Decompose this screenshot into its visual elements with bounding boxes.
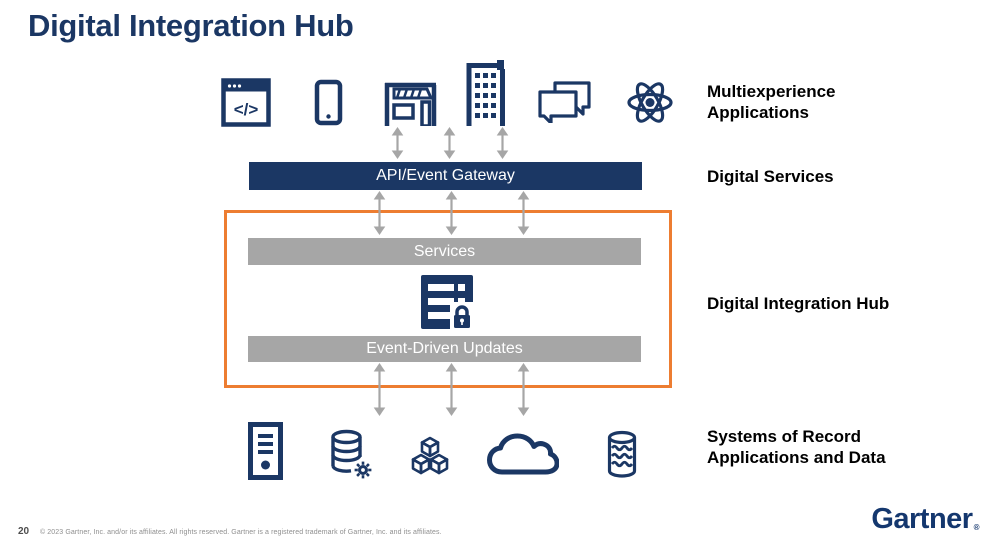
secure-data-server-icon [421,275,473,329]
bidirectional-arrow-icon [445,363,458,416]
svg-text:</>: </> [234,100,259,119]
code-browser-icon: </> [221,78,271,127]
bidirectional-arrow-icon [373,363,386,416]
registered-trademark-mark: ® [973,523,980,532]
api-event-gateway-label: API/Event Gateway [376,167,515,184]
label-multiexperience-applications: Multiexperience Applications [707,82,836,122]
event-driven-updates-label: Event-Driven Updates [366,340,523,357]
digital-integration-hub-box [224,210,672,388]
data-lake-icon [607,430,637,478]
bidirectional-arrow-icon [496,127,509,159]
page-title: Digital Integration Hub [28,8,354,43]
cloud-icon [487,433,559,475]
react-atom-icon [627,82,673,123]
event-driven-updates-bar: Event-Driven Updates [248,336,641,362]
chat-bubbles-icon [538,81,591,123]
label-systems-of-record: Systems of Record Applications and Data [707,427,886,467]
database-gear-icon [331,429,373,480]
bidirectional-arrow-icon [517,363,530,416]
copyright-text: © 2023 Gartner, Inc. and/or its affiliat… [40,529,442,536]
bidirectional-arrow-icon [517,191,530,235]
gartner-logo-text: Gartner [871,503,973,535]
gartner-logo: Gartner® [871,503,980,536]
cubes-icon [411,436,449,475]
bidirectional-arrow-icon [391,127,404,159]
label-digital-integration-hub: Digital Integration Hub [707,294,890,313]
office-building-icon [466,60,505,126]
services-bar: Services [248,238,641,265]
label-digital-services: Digital Services [707,167,834,186]
storefront-icon [384,82,437,126]
server-tower-icon [248,422,283,480]
bidirectional-arrow-icon [445,191,458,235]
api-event-gateway-bar: API/Event Gateway [249,162,642,190]
bidirectional-arrow-icon [443,127,456,159]
services-label: Services [413,242,476,260]
smartphone-icon [314,79,343,126]
page-number: 20 [18,526,30,537]
bidirectional-arrow-icon [373,191,386,235]
